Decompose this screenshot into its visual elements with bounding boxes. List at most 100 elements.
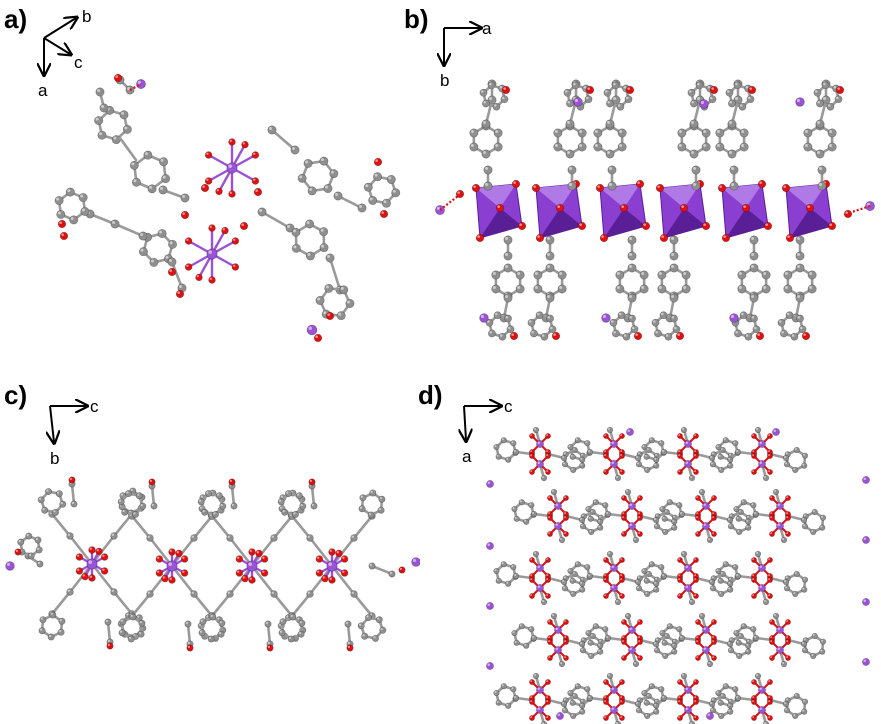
oxygen-atom: [603, 593, 609, 599]
carbon-atom: [614, 598, 622, 606]
oxygen-atom: [835, 85, 845, 95]
oxygen-atom: [577, 221, 587, 231]
panel-a-label: a): [4, 4, 28, 34]
carbon-atom-highlight: [604, 90, 608, 93]
carbon-atom: [373, 172, 383, 182]
oxygen-atom: [517, 221, 527, 231]
carbon-atom-highlight: [563, 708, 565, 711]
carbon-atom-highlight: [320, 158, 324, 162]
oxygen-atom-highlight: [678, 454, 680, 456]
oxygen-atom-highlight: [638, 620, 640, 622]
carbon-atom-highlight: [728, 642, 730, 644]
carbon-atom-highlight: [46, 489, 49, 492]
potassium-atom-highlight: [537, 461, 540, 464]
carbon-atom: [749, 263, 759, 273]
carbon-atom-highlight: [658, 286, 662, 289]
carbon-atom: [587, 515, 594, 522]
carbon-atom: [323, 184, 333, 194]
carbon-atom-highlight: [588, 574, 590, 576]
carbon-atom: [659, 311, 668, 320]
carbon-atom: [727, 523, 735, 530]
oxygen-atom-highlight: [786, 640, 788, 642]
oxygen-atom: [751, 433, 757, 439]
oxygen-atom-highlight: [530, 470, 532, 472]
carbon-atom-highlight: [820, 649, 823, 652]
oxygen-atom-highlight: [678, 594, 680, 596]
potassium-atom-highlight: [777, 627, 780, 630]
carbon-atom-highlight: [185, 621, 189, 624]
carbon-atom: [495, 699, 502, 706]
oxygen-atom: [57, 219, 67, 229]
oxygen-atom: [175, 289, 185, 299]
carbon-atom-highlight: [817, 121, 820, 124]
oxygen-atom-highlight: [241, 223, 244, 226]
potassium-atom-highlight: [863, 537, 866, 540]
carbon-atom-highlight: [547, 237, 550, 240]
carbon-atom-highlight: [126, 613, 129, 616]
carbon-atom: [801, 452, 809, 459]
k-polyhedron-face: [480, 208, 522, 238]
carbon-atom-highlight: [726, 90, 730, 93]
carbon-atom: [493, 567, 500, 575]
carbon-atom: [819, 638, 827, 645]
carbon-atom-highlight: [751, 316, 755, 319]
carbon-atom-highlight: [321, 244, 325, 248]
oxygen-atom-highlight: [637, 181, 640, 184]
carbon-atom-highlight: [774, 490, 776, 492]
carbon-atom-highlight: [664, 634, 667, 637]
carbon-atom-highlight: [812, 510, 815, 513]
carbon-atom-highlight: [649, 438, 652, 441]
carbon-atom-highlight: [124, 126, 128, 130]
carbon-atom-highlight: [529, 627, 532, 630]
carbon-atom-highlight: [547, 316, 551, 319]
carbon-atom: [279, 618, 287, 626]
carbon-atom-highlight: [672, 525, 675, 528]
carbon-atom-highlight: [514, 516, 517, 519]
carbon-atom: [652, 516, 660, 524]
carbon-atom-highlight: [708, 662, 710, 664]
potassium-atom-highlight: [863, 599, 866, 602]
oxygen-atom: [248, 548, 256, 556]
carbon-atom-highlight: [563, 576, 566, 579]
carbon-atom-highlight: [496, 454, 499, 457]
potassium-atom-highlight: [773, 429, 776, 432]
bond: [118, 136, 138, 162]
carbon-atom-highlight: [646, 572, 649, 575]
carbon-atom-highlight: [369, 197, 373, 201]
oxygen-atom: [204, 151, 213, 159]
carbon-atom-highlight: [111, 533, 114, 536]
carbon-atom: [66, 588, 74, 596]
oxygen-atom-highlight: [694, 470, 696, 472]
carbon-atom-highlight: [746, 643, 749, 646]
carbon-atom: [614, 474, 622, 482]
carbon-atom-highlight: [781, 330, 784, 334]
carbon-atom: [701, 128, 711, 138]
carbon-atom-highlight: [307, 535, 310, 538]
carbon-atom-highlight: [654, 581, 657, 584]
potassium-atom: [554, 626, 562, 634]
carbon-atom: [734, 694, 742, 702]
carbon-atom: [648, 683, 655, 690]
oxygen-atom: [241, 140, 249, 149]
k-polyhedron-face: [536, 184, 576, 208]
carbon-atom-highlight: [537, 312, 540, 316]
oxygen-atom-highlight: [564, 636, 566, 638]
bond: [270, 128, 297, 152]
oxygen-atom-highlight: [620, 716, 622, 718]
oxygen-atom: [751, 453, 757, 459]
oxygen-atom: [621, 655, 627, 661]
carbon-atom: [97, 130, 107, 140]
carbon-atom-highlight: [564, 90, 568, 93]
carbon-atom-highlight: [616, 476, 618, 478]
carbon-atom-highlight: [547, 295, 550, 298]
carbon-atom: [678, 510, 686, 518]
carbon-atom: [726, 640, 734, 648]
carbon-atom-highlight: [736, 574, 738, 576]
carbon-atom-highlight: [506, 581, 509, 584]
oxygen-atom-highlight: [678, 450, 680, 452]
potassium-atom: [486, 602, 494, 610]
carbon-atom-highlight: [619, 130, 623, 133]
oxygen-atom-highlight: [604, 594, 606, 596]
carbon-atom: [131, 510, 139, 518]
oxygen-atom: [184, 263, 193, 271]
